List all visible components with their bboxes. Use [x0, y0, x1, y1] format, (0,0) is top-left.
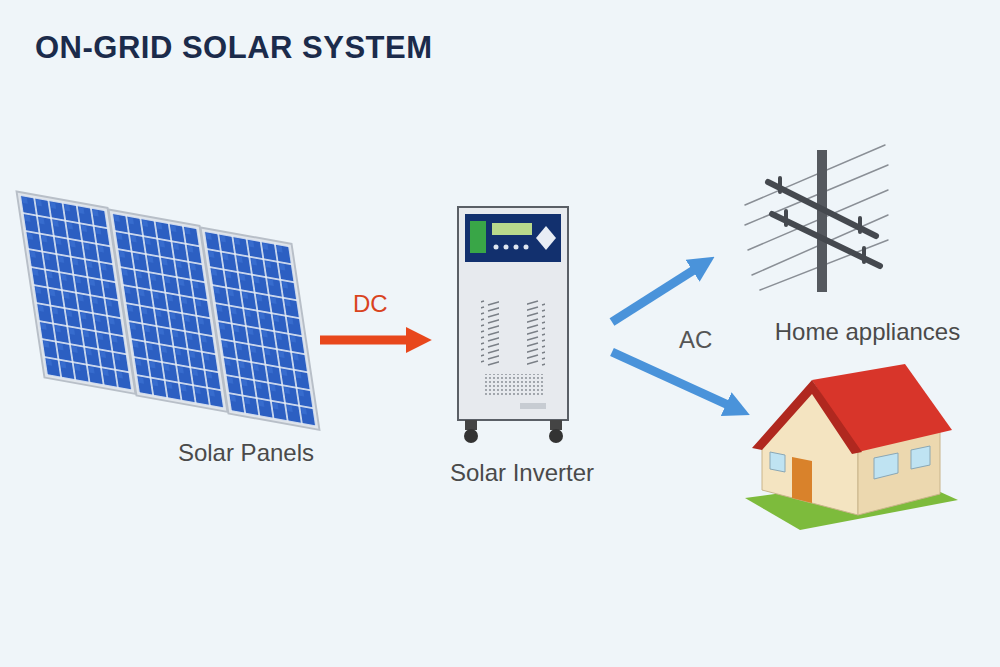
component-label: Home appliances: [775, 318, 960, 347]
grid-arrow: [612, 268, 697, 322]
current-label: AC: [676, 326, 715, 355]
component-label: Solar Panels: [178, 439, 314, 468]
component-node: Home appliances: [750, 318, 985, 530]
diagram-title: ON-GRID SOLAR SYSTEM: [35, 30, 433, 66]
inverter-cabinet: [458, 207, 568, 443]
component-node: Solar Inverter: [432, 200, 612, 492]
component-label: Solar Inverter: [450, 459, 594, 488]
power-arrow: [612, 352, 731, 406]
current-label: DC: [350, 290, 391, 319]
grid-pole: [745, 145, 888, 292]
power-arrow: [320, 336, 411, 345]
house: [745, 364, 958, 530]
component-node: Solar Panels: [10, 180, 320, 472]
solar-panels: [17, 191, 320, 429]
